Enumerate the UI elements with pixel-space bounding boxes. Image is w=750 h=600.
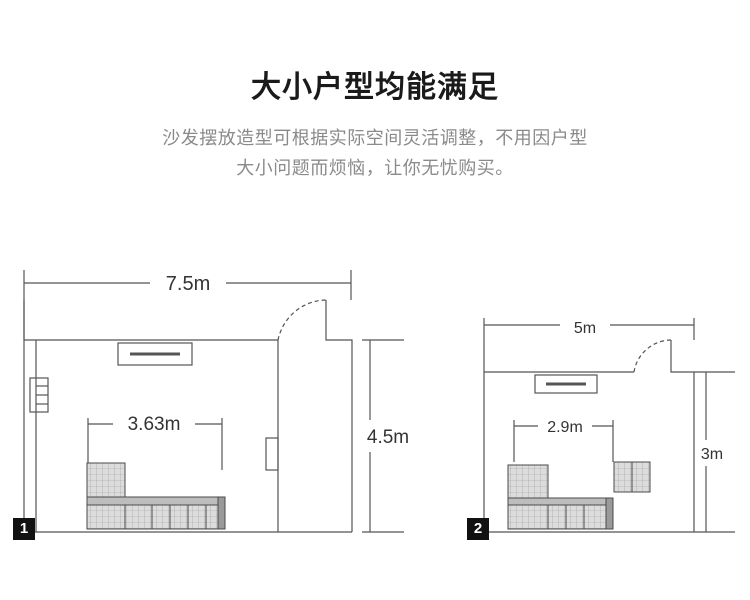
subtitle-line-1: 沙发摆放造型可根据实际空间灵活调整，不用因户型 xyxy=(162,128,588,149)
subtitle-line-2: 大小问题而烦恼，让你无忧购买。 xyxy=(236,158,514,179)
plan1-depth-label: 4.5m xyxy=(367,427,409,448)
p2-tv-cabinet xyxy=(534,374,598,394)
plan1-sofa-label: 3.63m xyxy=(128,414,181,435)
sofa-plan-1 xyxy=(86,462,226,530)
plan2-sofa-label: 2.9m xyxy=(547,419,583,436)
page-title: 大小户型均能满足 xyxy=(251,70,499,105)
outer-wall-right xyxy=(325,300,353,532)
plan2-depth-label: 3m xyxy=(701,446,723,463)
plan-1-number-badge: 1 xyxy=(13,518,35,540)
p2-door-arc xyxy=(633,339,672,373)
p2-outer-wall-right xyxy=(670,340,695,532)
plan-2-number-badge: 2 xyxy=(467,518,489,540)
floor-plan-1 xyxy=(23,270,404,533)
plan1-width-label: 7.5m xyxy=(166,273,210,295)
door-arc xyxy=(277,299,327,341)
floor-plan-2 xyxy=(483,318,735,533)
plan2-width-label: 5m xyxy=(574,320,596,337)
tv-cabinet xyxy=(117,342,193,366)
sofa-plan-2 xyxy=(507,461,651,530)
side-cabinet xyxy=(265,437,279,471)
